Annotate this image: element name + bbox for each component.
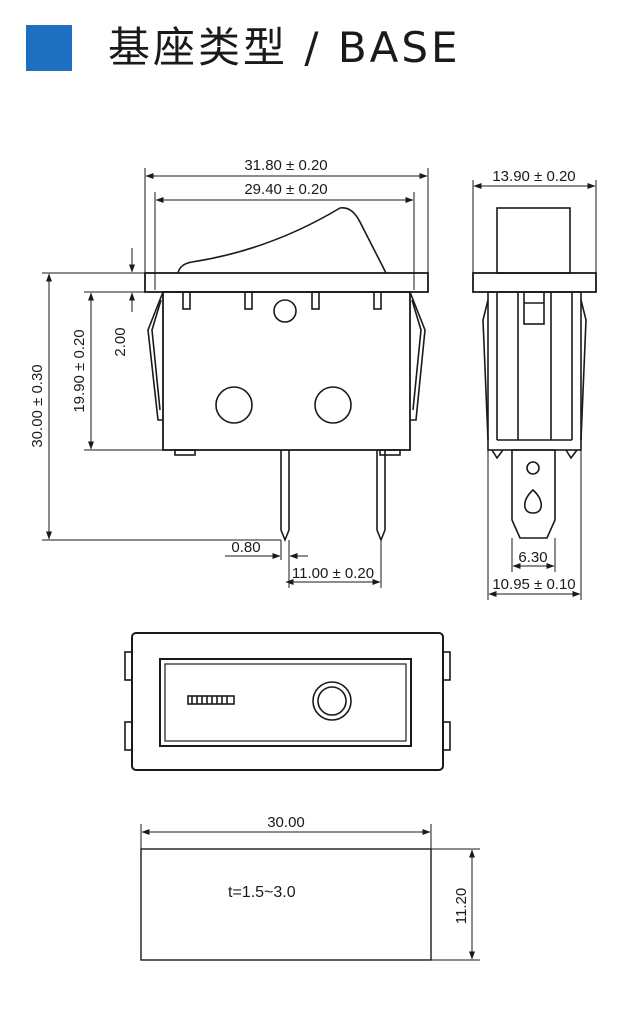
- side-view: [472, 207, 597, 539]
- rivet-hole-left: [215, 386, 253, 424]
- dim-terminal-width: 6.30: [518, 549, 547, 566]
- tab: [373, 291, 382, 310]
- pin-left: [280, 450, 290, 543]
- tab: [182, 291, 191, 310]
- dim-side-width-bottom: 10.95 ± 0.10: [492, 576, 575, 593]
- foot: [174, 449, 196, 456]
- switch-body: [162, 291, 411, 451]
- dim-cutout-width: 30.00: [267, 814, 305, 831]
- panel-thickness-note: t=1.5~3.0: [228, 884, 296, 901]
- side-actuator: [496, 207, 571, 274]
- panel-cutout: [140, 848, 432, 961]
- off-marking: [187, 695, 235, 705]
- section-title: 基座类型 / BASE: [108, 23, 461, 72]
- top-outer-frame: [131, 632, 444, 771]
- dim-width-overall: 31.80 ± 0.20: [244, 157, 327, 174]
- side-body: [487, 291, 582, 451]
- tab: [244, 291, 253, 310]
- side-clip-right: [580, 299, 587, 441]
- top-rocker-inner: [164, 663, 407, 742]
- dim-flange-thickness: 2.00: [112, 327, 129, 356]
- front-view: [144, 206, 429, 543]
- side-latch: [523, 291, 545, 325]
- dim-pin-thickness: 0.80: [231, 539, 260, 556]
- top-view: [124, 632, 451, 771]
- rivet-hole-right: [314, 386, 352, 424]
- top-clip-left-upper: [124, 651, 133, 681]
- rocker-actuator: [177, 206, 387, 274]
- side-dimensions: [472, 180, 597, 600]
- top-rocker-outer: [159, 658, 412, 747]
- side-foot: [491, 449, 578, 460]
- right-spring-clip-inner: [411, 299, 422, 411]
- side-terminal: [511, 449, 556, 539]
- front-dimensions: [42, 168, 429, 588]
- right-spring-clip: [409, 291, 426, 421]
- foot: [379, 449, 401, 456]
- pin-right: [376, 450, 386, 543]
- top-clip-left-lower: [124, 721, 133, 751]
- top-clip-right-upper: [442, 651, 451, 681]
- dim-pin-spacing: 11.00 ± 0.20: [292, 565, 374, 582]
- tab: [311, 291, 320, 310]
- dim-side-width-top: 13.90 ± 0.20: [492, 168, 575, 185]
- dim-height-body: 19.90 ± 0.20: [71, 329, 88, 412]
- left-spring-clip-inner: [151, 299, 162, 411]
- top-flange: [144, 272, 429, 293]
- terminal-hole-small: [526, 461, 540, 475]
- section-header: 基座类型 / BASE: [0, 0, 625, 100]
- on-marking-outer: [312, 681, 352, 721]
- top-clip-right-lower: [442, 721, 451, 751]
- accent-square: [26, 25, 72, 71]
- indicator-hole: [273, 299, 297, 323]
- side-flange: [472, 272, 597, 293]
- dim-width-inner: 29.40 ± 0.20: [244, 181, 327, 198]
- cutout-dimensions: [140, 824, 480, 961]
- on-marking-inner: [317, 686, 347, 716]
- side-clip-left: [482, 299, 489, 441]
- dim-cutout-height: 11.20: [453, 888, 470, 924]
- dim-height-total: 30.00 ± 0.30: [29, 364, 46, 447]
- terminal-hole-drop: [523, 488, 543, 514]
- cutout-rect: [140, 848, 432, 961]
- left-spring-clip: [147, 291, 164, 421]
